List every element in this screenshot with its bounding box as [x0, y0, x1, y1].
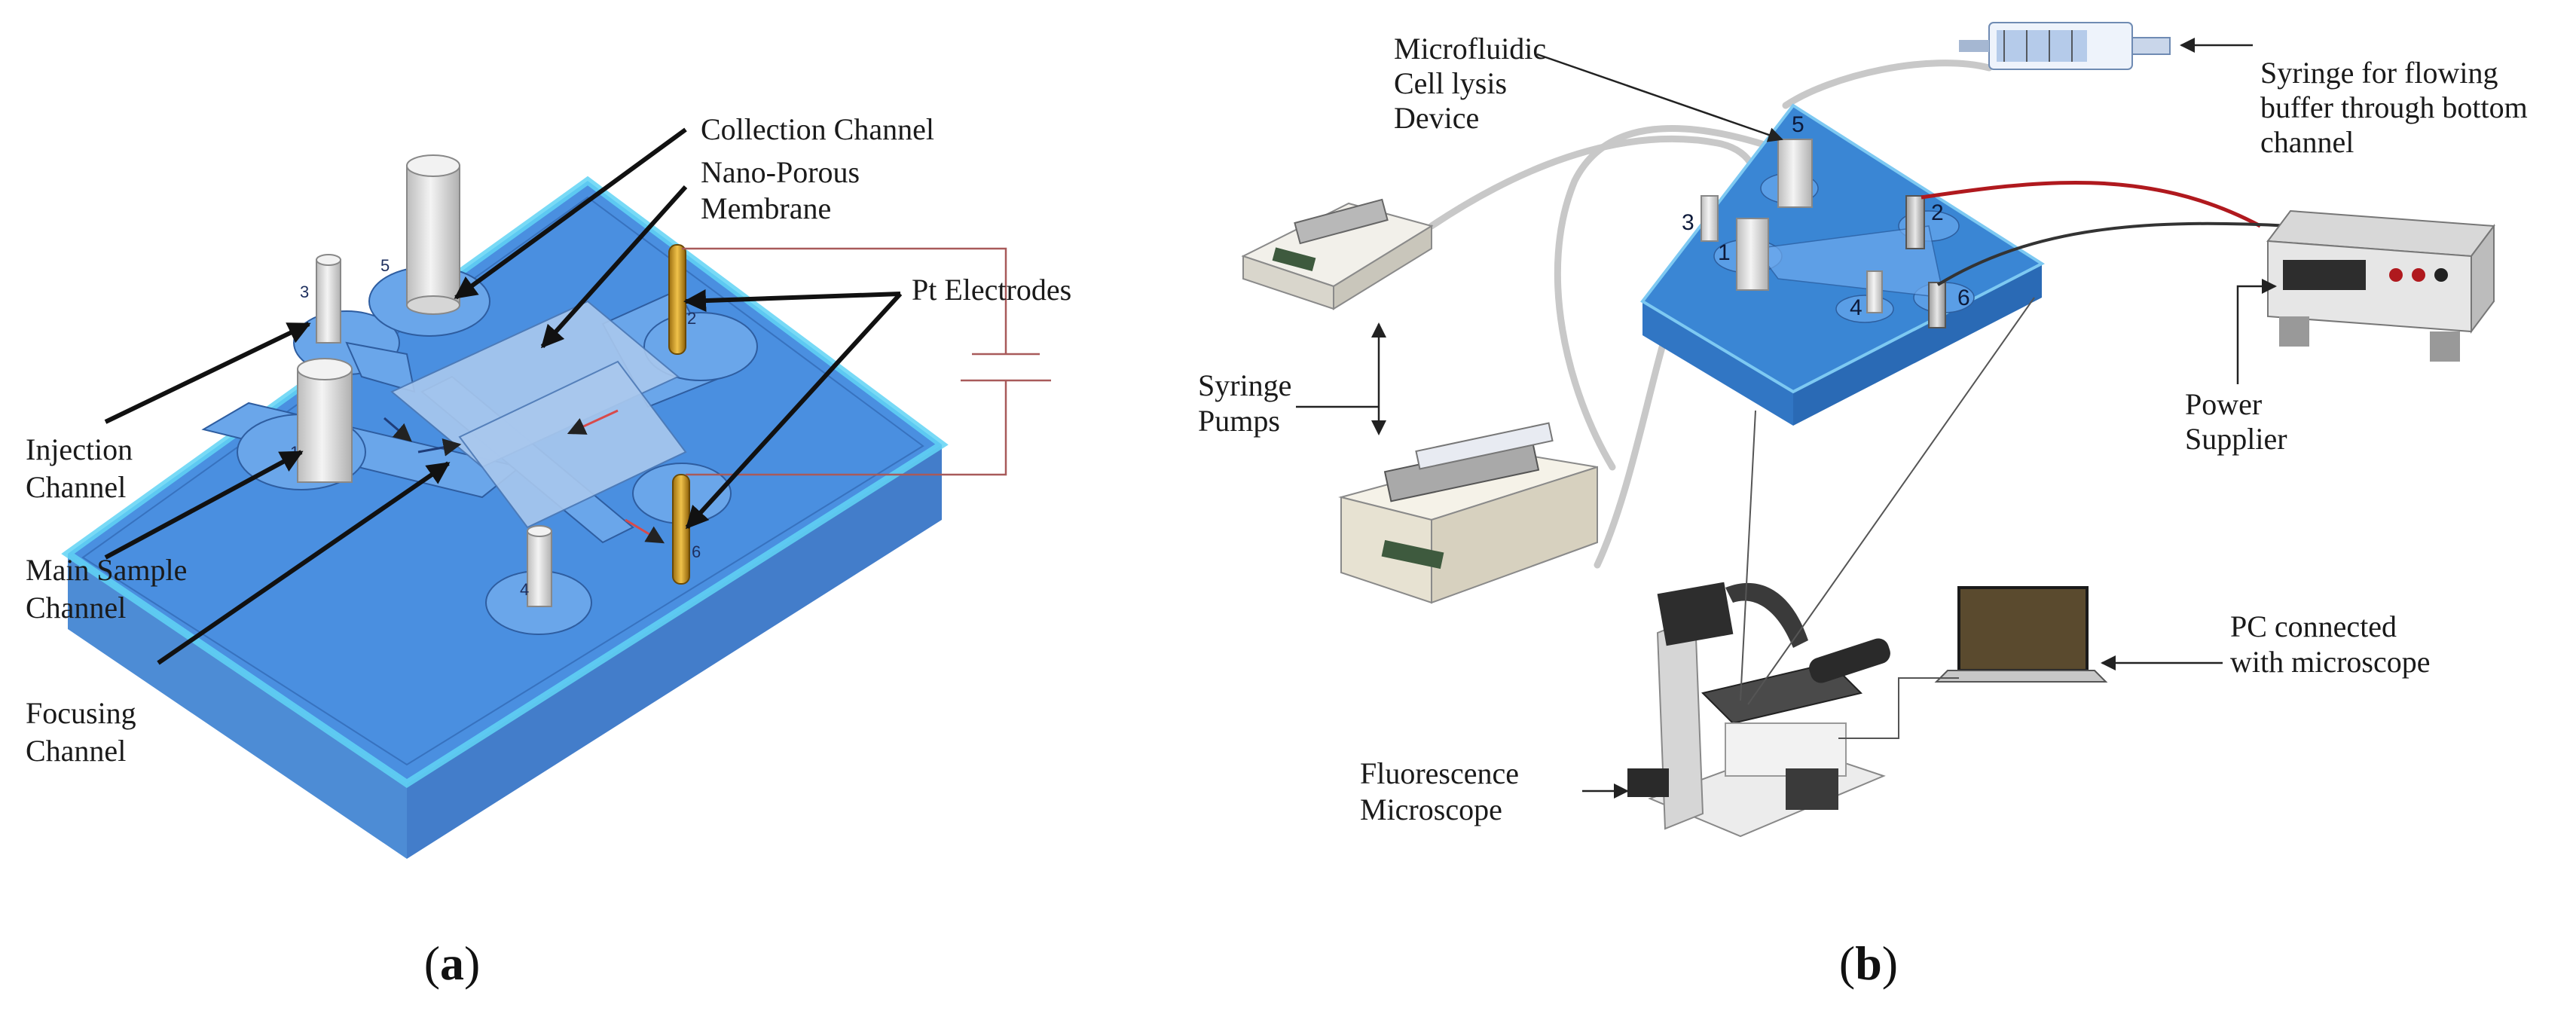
connection-lines	[1740, 297, 2035, 739]
label-microscope-line1: Fluorescence	[1360, 756, 1519, 790]
label-membrane-line1: Nano-Porous	[701, 155, 860, 189]
label-pt-electrodes: Pt Electrodes	[912, 273, 1071, 307]
lysis-chip-3d	[1640, 103, 2046, 426]
panel-b-caption: (b)	[1839, 936, 1898, 990]
pillar-port-1	[297, 358, 353, 483]
pillar-port-3	[316, 254, 341, 344]
chip-port-number-3: 3	[1682, 210, 1694, 235]
label-injection-line1: Injection	[26, 432, 133, 466]
chip-port-number-6: 6	[1957, 286, 1970, 310]
nano-porous-membrane	[383, 300, 687, 544]
label-pc-line1: PC connected	[2230, 609, 2397, 643]
panel-a-caption: (a)	[424, 936, 481, 990]
label-syringe-line3: channel	[2260, 125, 2354, 159]
label-collection-channel: Collection Channel	[701, 112, 934, 146]
pillar-port-4	[527, 525, 552, 607]
chip-port-number-2: 2	[1931, 200, 1944, 225]
pt-electrode-bottom	[672, 474, 690, 585]
chip-port-number-1: 1	[1718, 240, 1731, 265]
pc-laptop	[1934, 586, 2108, 683]
label-main-sample-line2: Channel	[26, 591, 126, 625]
label-injection-line2: Channel	[26, 470, 126, 504]
pillar-port-5	[406, 154, 460, 315]
panel-b-pointer-arrows	[1296, 38, 2277, 799]
chip-port-number-5: 5	[1792, 112, 1804, 137]
label-pc-line2: with microscope	[2230, 645, 2431, 679]
label-device-line2: Cell lysis	[1394, 66, 1507, 100]
port-number-3: 3	[300, 283, 309, 301]
label-microscope-line2: Microscope	[1360, 793, 1502, 826]
electrode-circuit	[682, 247, 1051, 476]
chip-pillar-3	[1701, 195, 1719, 242]
chip-electrode-2	[1905, 195, 1925, 249]
black-wire	[1936, 221, 2291, 286]
label-main-sample-line1: Main Sample	[26, 553, 187, 587]
label-syringe-line1: Syringe for flowing	[2260, 56, 2498, 90]
label-device-line1: Microfluidic	[1394, 32, 1546, 66]
label-membrane-line2: Membrane	[701, 191, 831, 225]
port-number-2: 2	[687, 309, 696, 328]
fluorescence-microscope	[1627, 582, 1890, 838]
red-wire	[1921, 180, 2262, 228]
label-device-line3: Device	[1394, 101, 1479, 135]
panel-a-leader-arrows	[104, 127, 903, 665]
label-power-line2: Supplier	[2185, 422, 2287, 456]
chip-pillar-1	[1736, 218, 1769, 291]
panel-a: 1 2 3 4 5 6 Collection Channel Nano-Poro…	[26, 112, 1071, 990]
chip-pillar-4	[1866, 270, 1883, 313]
chip-port-number-4: 4	[1850, 295, 1862, 320]
label-power-line1: Power	[2185, 387, 2262, 421]
syringe-pump-small	[1241, 198, 1434, 310]
port-number-5: 5	[380, 256, 390, 275]
chip-3d-model	[61, 176, 949, 859]
label-pumps-line1: Syringe	[1198, 368, 1291, 402]
label-syringe-line2: buffer through bottom	[2260, 90, 2528, 124]
label-focusing-line2: Channel	[26, 734, 126, 768]
port-number-6: 6	[692, 542, 701, 561]
panel-b: 3 5 1 2 4 6	[1198, 22, 2528, 990]
syringe-top	[1959, 22, 2171, 70]
chip-pillar-5	[1777, 139, 1813, 208]
port-number-4: 4	[520, 580, 529, 599]
chip-electrode-6	[1928, 282, 1946, 328]
label-focusing-line1: Focusing	[26, 696, 136, 730]
syringe-pump-large	[1338, 422, 1598, 604]
label-pumps-line2: Pumps	[1198, 404, 1280, 438]
pt-electrode-top	[668, 244, 686, 355]
power-supply	[2266, 209, 2495, 362]
